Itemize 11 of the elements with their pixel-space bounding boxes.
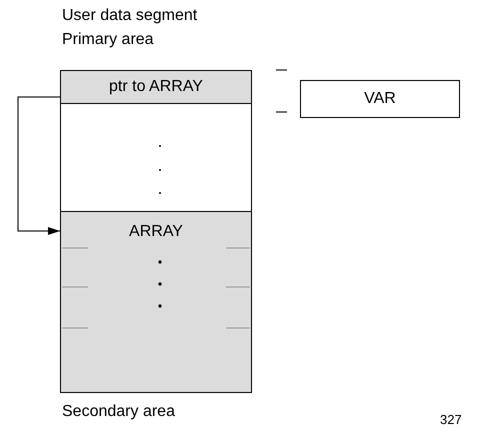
page-number: 327 <box>440 411 462 429</box>
box-label: ARRAY <box>129 222 183 242</box>
area-label: Primary area <box>62 30 154 50</box>
box-label: VAR <box>364 89 396 109</box>
memory-box <box>300 80 460 118</box>
area-label: Secondary area <box>62 402 175 422</box>
arrow <box>18 96 60 235</box>
memory-box <box>60 70 252 104</box>
memory-box <box>60 211 252 393</box>
area-label: User data segment <box>62 6 198 26</box>
box-label: ptr to ARRAY <box>109 77 203 97</box>
